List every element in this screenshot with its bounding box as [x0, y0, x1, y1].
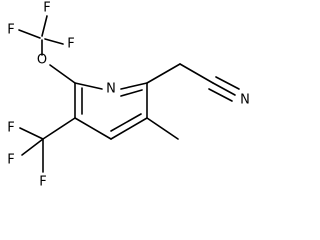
atom-n-nitrile: N [240, 93, 250, 108]
atom-f-top-3: F [67, 37, 74, 52]
bond-c6-ch2 [146, 63, 181, 84]
bond-f1-c [18, 29, 41, 39]
atom-f-bot-1: F [7, 121, 14, 136]
bond-ring-n-c6 [120, 82, 148, 90]
bond-cf3-f1 [19, 127, 44, 140]
bond-ring-n-c6-inner [120, 89, 143, 97]
bond-c5-methyl [146, 117, 179, 140]
bond-ring-c5-c4 [110, 117, 148, 140]
bond-c3-cf3 [42, 117, 76, 140]
bond-ring-c2-n [74, 82, 103, 90]
structure-diagram: F F F O N N F F F [7, 1, 250, 190]
bond-cf3-f2 [21, 138, 44, 156]
bond-f2-c [41, 15, 48, 37]
bond-nitrile-2 [208, 88, 233, 102]
bond-ring-c4-c3 [74, 117, 112, 140]
bond-nitrile-3 [215, 76, 240, 90]
atom-n-ring: N [106, 82, 116, 97]
atom-f-bot-2: F [7, 153, 14, 168]
bond-ring-c5-c4-inner [110, 113, 142, 132]
bond-nitrile-1 [212, 82, 236, 96]
atom-o-ether: O [37, 53, 47, 68]
atom-f-bot-3: F [39, 175, 46, 190]
atom-f-top-1: F [7, 23, 14, 38]
bond-o-ring [49, 64, 76, 84]
bond-f3-c [44, 38, 64, 45]
bond-ch2-cn [179, 63, 214, 84]
atom-f-top-2: F [43, 1, 50, 16]
